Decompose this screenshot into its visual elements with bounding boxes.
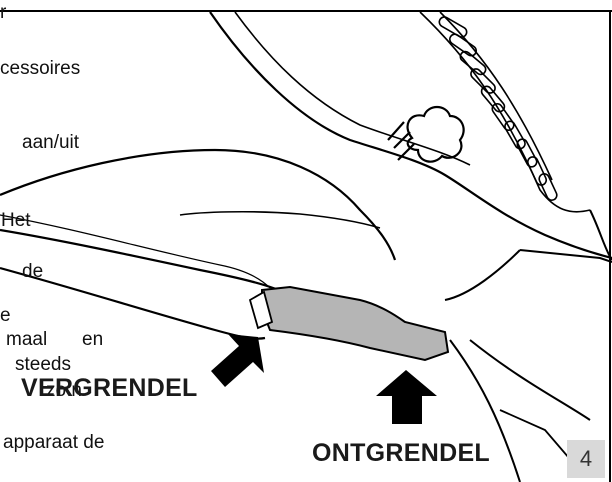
side-text-line-3: aan/uit <box>22 132 80 153</box>
side-text-line-5: de <box>22 261 44 282</box>
lock-slider <box>261 285 450 362</box>
appliance-right-side <box>589 209 612 261</box>
lock-label: VERGRENDEL <box>21 374 198 402</box>
appliance-front-panel <box>519 249 612 263</box>
lock-slider-tab <box>248 290 274 330</box>
side-text-line-10: apparaat de <box>3 432 105 453</box>
side-text-line-2: cessoires <box>0 58 81 79</box>
frame-top-border <box>0 10 612 12</box>
handle-lower-inner <box>0 214 271 289</box>
side-text-line-9: zo n <box>46 380 82 401</box>
page-number-badge: 4 <box>567 440 605 478</box>
side-text-line-8: steeds <box>15 354 71 375</box>
side-text-line-4: Het <box>1 210 31 231</box>
appliance-lower-edge <box>444 249 521 301</box>
appliance-corner <box>499 409 576 466</box>
side-text-line-7b: en <box>82 329 104 350</box>
arrow-diagonal-icon <box>211 334 264 387</box>
appliance-base-right <box>469 339 591 421</box>
frame-right-border <box>609 10 611 482</box>
side-text-line-1: r <box>0 2 7 23</box>
arrow-up-icon <box>376 370 437 424</box>
appliance-body-outline <box>209 11 612 260</box>
appliance-inner-curve <box>234 11 471 166</box>
steam-icon <box>387 105 465 163</box>
handle-outline <box>0 148 397 261</box>
ribbed-grip <box>419 11 591 213</box>
appliance-base-left <box>449 339 521 482</box>
unlock-label: ONTGRENDEL <box>312 439 490 467</box>
handle-lower <box>0 228 291 296</box>
side-text-line-6: e <box>0 305 11 326</box>
side-text-line-7a: maal <box>6 329 48 350</box>
handle-inner-line <box>179 210 381 229</box>
